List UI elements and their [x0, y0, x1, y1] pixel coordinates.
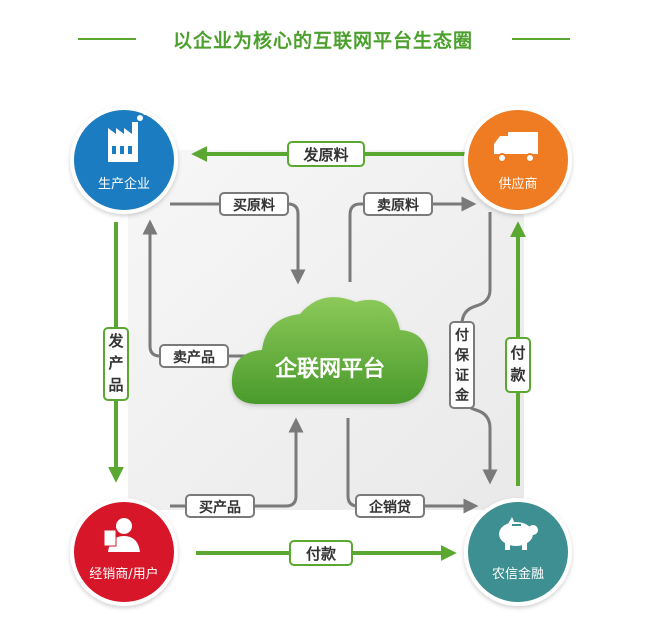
svg-text:买产品: 买产品: [199, 499, 241, 516]
label-sell-materials: 卖原料: [363, 192, 433, 216]
node-producer: 生产企业: [70, 106, 178, 214]
label-loan: 企销贷: [355, 494, 425, 518]
arrow-buy-products: [170, 417, 304, 508]
label-deposit: 付 保 证 金: [449, 321, 475, 409]
header: 以企业为核心的互联网平台生态圈: [0, 18, 646, 58]
label-ship-materials: 发原料: [287, 141, 365, 167]
factory-icon: [108, 111, 147, 162]
node-finance: 农信金融: [464, 498, 572, 606]
label-buy-products: 买产品: [185, 494, 255, 518]
center-cloud: 企联网平台: [231, 297, 429, 404]
user-icon: [103, 518, 140, 552]
svg-text:供应商: 供应商: [498, 176, 537, 192]
label-pay-dealer-c1: 付: [510, 344, 525, 362]
page-title: 以企业为核心的互联网平台生态圈: [172, 30, 473, 52]
center-label: 企联网平台: [274, 356, 385, 382]
label-deposit-c1: 付: [455, 327, 469, 344]
label-buy-materials: 买原料: [219, 192, 289, 216]
node-supplier: 供应商: [464, 106, 572, 214]
svg-text:付款: 付款: [306, 545, 337, 563]
label-deposit-c3: 证: [455, 368, 469, 384]
label-deposit-c2: 保: [454, 347, 470, 364]
label-ship-products: 发 产 品: [103, 327, 129, 401]
svg-text:企销贷: 企销贷: [368, 499, 411, 516]
label-pay-dealer-c2: 款: [510, 366, 526, 384]
label-ship-products-c3: 品: [108, 376, 123, 394]
svg-text:发原料: 发原料: [302, 146, 348, 164]
label-sell-products: 卖产品: [159, 344, 229, 368]
label-ship-products-c1: 发: [107, 332, 124, 350]
svg-text:卖产品: 卖产品: [173, 349, 215, 366]
node-dealer: 经销商/用户: [70, 498, 178, 606]
svg-text:生产企业: 生产企业: [98, 176, 150, 192]
label-pay-supplier: 付款: [289, 540, 353, 566]
arrow-sell-materials: [348, 196, 477, 282]
truck-icon: [494, 132, 538, 163]
header-line-right: [512, 38, 570, 40]
label-deposit-c4: 金: [454, 387, 470, 404]
piggy-bank-icon: [499, 517, 538, 550]
svg-text:经销商/用户: 经销商/用户: [89, 566, 158, 582]
svg-text:卖原料: 卖原料: [377, 197, 419, 214]
label-pay-dealer: 付 款: [505, 337, 531, 393]
svg-text:农信金融: 农信金融: [492, 566, 544, 582]
label-ship-products-c2: 产: [108, 354, 123, 372]
svg-text:买原料: 买原料: [233, 197, 275, 214]
header-line-left: [78, 38, 136, 40]
